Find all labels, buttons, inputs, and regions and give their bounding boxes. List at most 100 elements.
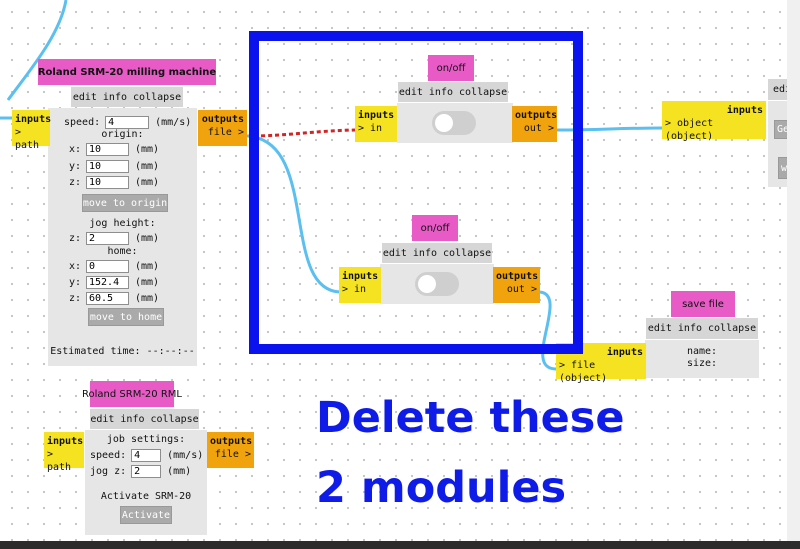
onoff-top-inputs-port[interactable]: inputs > in [355, 106, 397, 142]
activate-srm-label: Activate SRM-20 [100, 491, 192, 502]
onoff-bottom-in-connector[interactable]: > in [342, 284, 367, 295]
jog-z-input[interactable] [86, 232, 129, 245]
onoff-bottom-out-connector[interactable]: out > [506, 284, 537, 295]
right-edge-panel [787, 0, 800, 541]
onoff-top-out-connector[interactable]: out > [523, 123, 554, 134]
jog-z-row: z: (mm) [61, 232, 159, 245]
move-to-origin-button[interactable]: move to origin [82, 194, 168, 212]
save-file-size-label: size: [686, 358, 718, 369]
home-y-input[interactable] [86, 276, 129, 289]
object-input-connector[interactable]: > object (object) [665, 118, 714, 142]
jog-z-label: z: [68, 233, 81, 244]
origin-y-input[interactable] [86, 160, 129, 173]
rml-speed-input[interactable] [131, 449, 162, 462]
outputs-label: outputs [496, 271, 539, 282]
speed-row: speed: (mm/s) [64, 116, 191, 129]
origin-y-label: y: [68, 161, 81, 172]
inputs-label: inputs [15, 114, 52, 125]
estimated-time: Estimated time: --:--:-- [50, 346, 195, 357]
save-file-name-label: name: [686, 346, 718, 357]
annotation-line-2: 2 modules [316, 463, 567, 513]
home-label: home: [107, 246, 138, 257]
home-z-input[interactable] [86, 292, 129, 305]
origin-z-label: z: [68, 177, 81, 188]
origin-y-row: y: (mm) [61, 160, 159, 173]
home-z-label: z: [68, 293, 81, 304]
onoff-top-outputs-port[interactable]: outputs out > [512, 106, 557, 142]
home-x-label: x: [68, 261, 81, 272]
onoff-bottom-toggle[interactable] [415, 272, 459, 296]
rml-jog-unit: (mm) [167, 466, 192, 477]
rml-inputs-port[interactable]: inputs > path [44, 432, 84, 473]
milling-outputs-port[interactable]: outputs file > [198, 110, 247, 146]
milling-module-title[interactable]: Roland SRM-20 milling machine [38, 59, 216, 85]
rml-speed-label: speed: [90, 450, 127, 461]
origin-z-input[interactable] [86, 176, 129, 189]
rml-module-title[interactable]: Roland SRM-20 RML [82, 381, 182, 407]
save-file-input-connector[interactable]: > file (object) [559, 360, 608, 384]
home-z-row: z: (mm) [61, 292, 159, 305]
activate-button[interactable]: Activate [120, 506, 172, 524]
home-y-row: y: (mm) [61, 276, 159, 289]
jog-height-label: jog height: [89, 218, 156, 229]
origin-z-unit: (mm) [135, 177, 160, 188]
save-file-title[interactable]: save file [671, 291, 735, 317]
onoff-bottom-outputs-port[interactable]: outputs out > [493, 267, 540, 303]
jog-z-unit: (mm) [135, 233, 160, 244]
rml-file-output-connector[interactable]: file > [214, 449, 251, 460]
rml-edit-bar[interactable]: edit info collapse [90, 409, 199, 429]
onoff-bottom-inputs-port[interactable]: inputs > in [339, 267, 381, 303]
home-y-label: y: [68, 277, 81, 288]
highlight-box [249, 31, 583, 354]
home-x-unit: (mm) [135, 261, 160, 272]
home-z-unit: (mm) [135, 293, 160, 304]
home-y-unit: (mm) [135, 277, 160, 288]
toggle-knob [435, 114, 453, 132]
save-file-inputs-port[interactable]: inputs > file (object) [556, 343, 646, 384]
inputs-label: inputs [726, 105, 763, 116]
outputs-label: outputs [210, 436, 253, 447]
path-input-connector[interactable]: > path [15, 127, 40, 151]
milling-controls: speed: (mm/s) origin: x: (mm) y: (mm) z:… [48, 108, 197, 366]
onoff-top-title[interactable]: on/off [428, 55, 474, 81]
origin-x-row: x: (mm) [61, 143, 159, 156]
origin-y-unit: (mm) [135, 161, 160, 172]
rml-jog-input[interactable] [131, 465, 162, 478]
onoff-bottom-title[interactable]: on/off [412, 215, 458, 241]
rml-jog-row: jog z: (mm) [90, 465, 191, 478]
rml-jog-label: jog z: [90, 466, 127, 477]
toggle-knob [418, 275, 436, 293]
inputs-label: inputs [47, 436, 84, 447]
onoff-top-in-connector[interactable]: > in [358, 123, 383, 134]
origin-x-unit: (mm) [135, 144, 160, 155]
speed-label: speed: [64, 117, 101, 128]
speed-unit: (mm/s) [155, 117, 192, 128]
home-x-input[interactable] [86, 260, 129, 273]
home-x-row: x: (mm) [61, 260, 159, 273]
save-file-edit-bar[interactable]: edit info collapse [646, 318, 758, 339]
onoff-top-edit-bar[interactable]: edit info collapse [398, 82, 508, 102]
inputs-label: inputs [358, 110, 395, 121]
file-output-connector[interactable]: file > [207, 127, 244, 138]
rml-outputs-port[interactable]: outputs file > [207, 432, 254, 468]
onoff-top-toggle[interactable] [432, 111, 476, 135]
rml-path-input-connector[interactable]: > path [47, 449, 72, 473]
rml-speed-unit: (mm/s) [167, 450, 204, 461]
save-file-body [645, 340, 759, 378]
speed-input[interactable] [105, 116, 150, 129]
milling-edit-bar[interactable]: edit info collapse [71, 87, 183, 107]
origin-z-row: z: (mm) [61, 176, 159, 189]
annotation-line-1: Delete these [316, 393, 625, 443]
milling-inputs-port[interactable]: inputs > path [12, 110, 52, 151]
inputs-label: inputs [342, 271, 379, 282]
move-to-home-button[interactable]: move to home [88, 308, 164, 326]
origin-x-input[interactable] [86, 143, 129, 156]
origin-x-label: x: [68, 144, 81, 155]
right-module-inputs-port[interactable]: inputs > object (object) [662, 101, 766, 142]
onoff-bottom-edit-bar[interactable]: edit info collapse [382, 243, 492, 263]
bottom-scrollbar[interactable] [0, 541, 800, 549]
wire-left-top [6, 0, 68, 101]
origin-label: origin: [101, 129, 144, 140]
outputs-label: outputs [201, 114, 244, 125]
rml-controls: job settings: speed: (mm/s) jog z: (mm) … [85, 430, 207, 535]
